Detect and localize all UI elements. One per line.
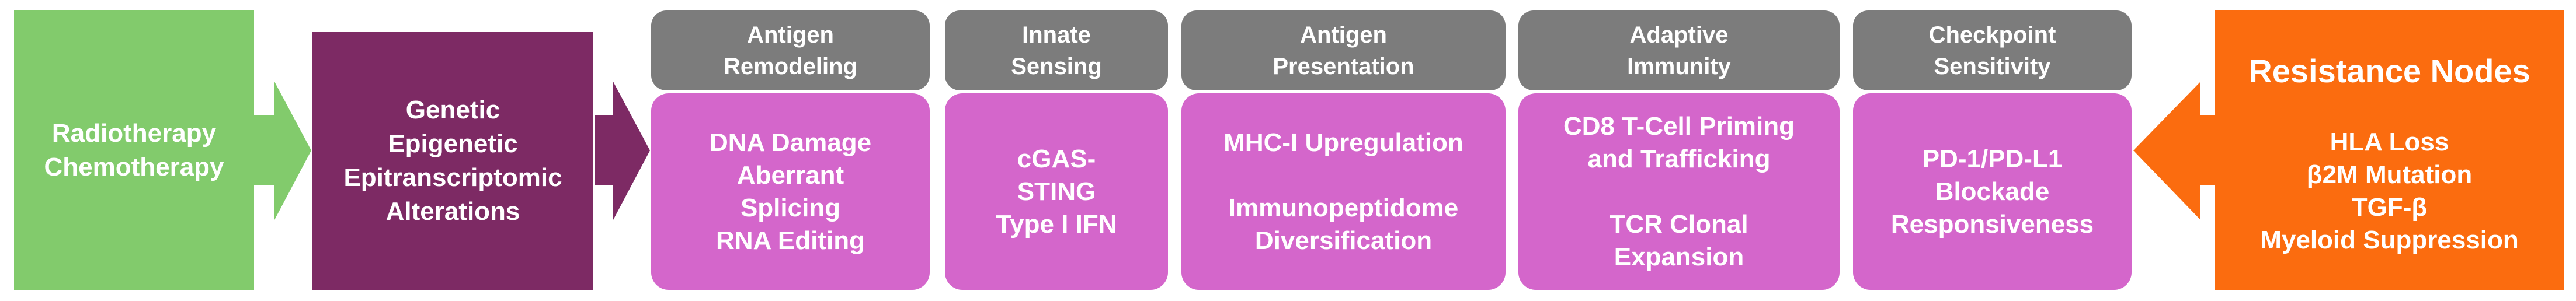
alterations-line: Genetic: [405, 96, 500, 124]
alterations-box: Genetic Epigenetic Epitranscriptomic Alt…: [312, 32, 593, 290]
resistance-line: HLA Loss: [2330, 128, 2449, 156]
resistance-lines: HLA Loss β2M Mutation TGF-β Myeloid Supp…: [2260, 126, 2519, 257]
stage-header-line: Presentation: [1273, 53, 1414, 79]
resistance-line: β2M Mutation: [2306, 160, 2473, 189]
stage-header-line: Antigen: [747, 22, 834, 48]
stage-header-line: Sensitivity: [1934, 53, 2051, 79]
stage-body-line: Type I IFN: [996, 209, 1117, 239]
resistance-title: Resistance Nodes: [2248, 52, 2530, 89]
stage-header-adaptive-immunity: Adaptive Immunity: [1518, 10, 1840, 90]
stage-body-line: CD8 T-Cell Priming: [1563, 111, 1795, 141]
stage-body-antigen-presentation: MHC-I Upregulation Immunopeptidome Diver…: [1181, 93, 1506, 290]
stage-body-line: STING: [1017, 177, 1096, 206]
flow-arrow-right-icon: [254, 82, 311, 220]
stage-header-antigen-remodeling: Antigen Remodeling: [651, 10, 930, 90]
flow-arrow-right-icon: [595, 82, 650, 220]
stage-body-line: DNA Damage: [709, 128, 872, 157]
flow-arrow-left-icon: [2133, 82, 2215, 220]
stage-header-line: Checkpoint: [1928, 22, 2056, 48]
stage-body-line: Aberrant: [736, 160, 844, 190]
alterations-line: Epigenetic: [388, 130, 518, 158]
therapy-box: Radiotherapy Chemotherapy: [14, 10, 254, 290]
stage-header-line: Adaptive: [1629, 22, 1729, 48]
stage-header-innate-sensing: Innate Sensing: [945, 10, 1168, 90]
stage-body-line: Immunopeptidome: [1228, 193, 1459, 222]
therapy-line: Radiotherapy: [51, 118, 217, 148]
stage-body-line: cGAS-: [1017, 144, 1096, 173]
stage-body-line: Diversification: [1254, 226, 1433, 255]
stage-body-line: Splicing: [740, 193, 841, 222]
stage-body-antigen-remodeling: DNA Damage Aberrant Splicing RNA Editing: [651, 93, 930, 290]
stage-header-antigen-presentation: Antigen Presentation: [1181, 10, 1506, 90]
alterations-line: Epitranscriptomic: [343, 163, 562, 192]
stage-body-line: PD-1/PD-L1: [1922, 144, 2063, 173]
stage-header-line: Antigen: [1300, 22, 1387, 48]
resistance-line: Myeloid Suppression: [2260, 226, 2519, 254]
therapy-line: Chemotherapy: [44, 152, 224, 181]
stage-header-line: Sensing: [1011, 53, 1102, 79]
stage-body-adaptive-immunity: CD8 T-Cell Priming and Trafficking TCR C…: [1518, 93, 1840, 290]
stage-header-line: Remodeling: [724, 53, 857, 79]
stage-body-line: Responsiveness: [1890, 209, 2094, 239]
stage-body-line: MHC-I Upregulation: [1223, 128, 1463, 157]
resistance-line: TGF-β: [2351, 193, 2428, 222]
stage-header-line: Innate: [1022, 22, 1091, 48]
alterations-line: Alterations: [385, 197, 520, 226]
stage-body-line: Blockade: [1935, 177, 2050, 206]
stage-header-line: Immunity: [1627, 53, 1731, 79]
stage-body-checkpoint-sensitivity: PD-1/PD-L1 Blockade Responsiveness: [1853, 93, 2132, 290]
resistance-nodes-box: Resistance Nodes HLA Loss β2M Mutation T…: [2215, 10, 2564, 290]
stage-body-innate-sensing: cGAS- STING Type I IFN: [945, 93, 1168, 290]
stage-body-line: RNA Editing: [716, 226, 865, 255]
stage-body-line: and Trafficking: [1587, 144, 1771, 173]
stage-body-line: Expansion: [1614, 242, 1744, 271]
stage-header-checkpoint-sensitivity: Checkpoint Sensitivity: [1853, 10, 2132, 90]
stage-body-line: TCR Clonal: [1609, 209, 1748, 239]
